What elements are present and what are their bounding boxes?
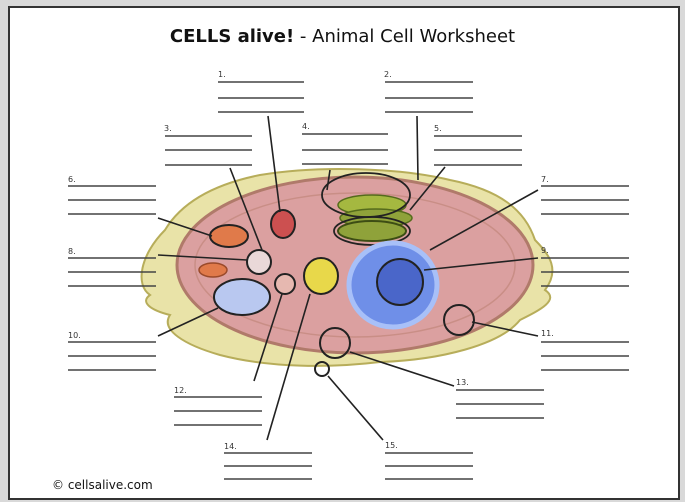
label-number-14: 14.	[224, 442, 237, 451]
mitochondrion-1	[210, 225, 248, 247]
label-number-8: 8.	[68, 247, 76, 256]
label-number-15: 15.	[385, 441, 398, 450]
label-number-3: 3.	[164, 124, 172, 133]
copyright-footer: © cellsalive.com	[52, 478, 153, 492]
label-number-1: 1.	[218, 70, 226, 79]
label-number-2: 2.	[384, 70, 392, 79]
lysosome	[271, 210, 295, 238]
golgi-apparatus	[338, 195, 412, 241]
label-number-9: 9.	[541, 246, 549, 255]
label-number-4: 4.	[302, 122, 310, 131]
label-number-13: 13.	[456, 378, 469, 387]
label-number-5: 5.	[434, 124, 442, 133]
label-number-11: 11.	[541, 329, 554, 338]
mitochondrion-2	[199, 263, 227, 277]
vesicle-1	[247, 250, 271, 274]
nucleolus	[377, 259, 423, 305]
label-number-7: 7.	[541, 175, 549, 184]
vesicle-2	[275, 274, 295, 294]
label-number-12: 12.	[174, 386, 187, 395]
label-number-10: 10.	[68, 331, 81, 340]
vacuole	[214, 279, 270, 315]
label-number-6: 6.	[68, 175, 76, 184]
peroxisome	[304, 258, 338, 294]
